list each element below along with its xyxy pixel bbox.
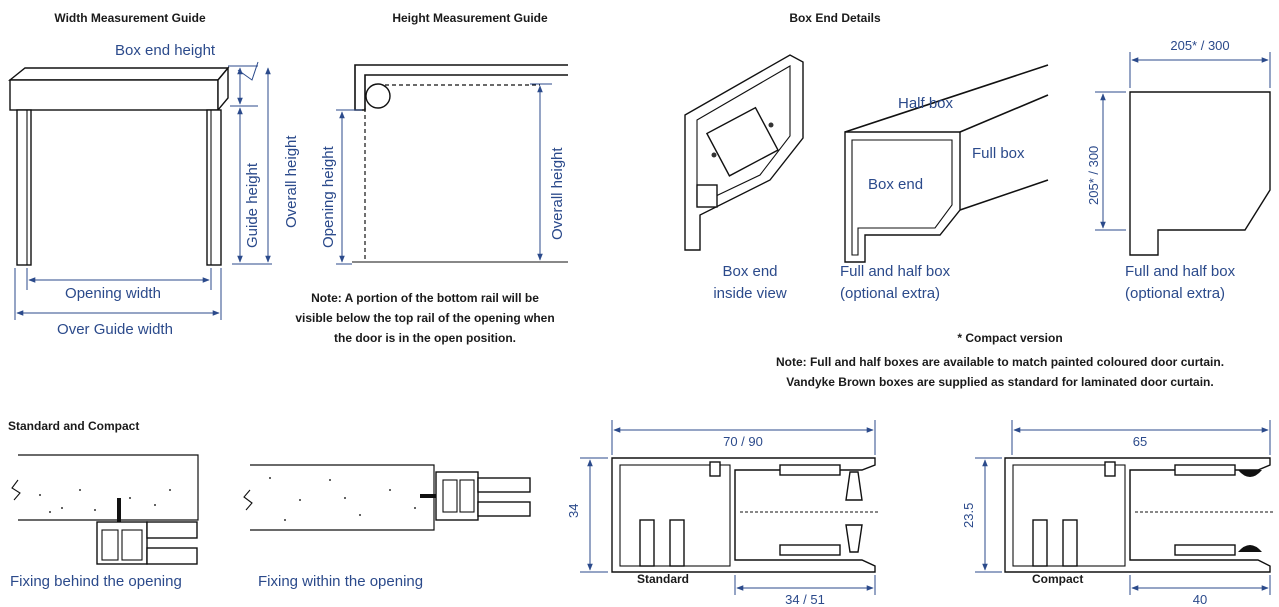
opening-height-label: Opening height — [320, 145, 337, 248]
height-note-line3: the door is in the open position. — [334, 331, 516, 345]
standard-height-dim: 34 — [566, 504, 581, 518]
box-end-title: Box End Details — [789, 11, 881, 25]
box-end-inside-view — [684, 54, 804, 251]
compact-section-drawing — [975, 420, 1275, 595]
guide-height-label: Guide height — [244, 162, 261, 248]
inside-view-line1: Box end — [722, 263, 777, 280]
box-profile-drawing — [1095, 52, 1271, 256]
compact-width-dim: 65 — [1133, 434, 1147, 449]
compact-bottom-dim: 40 — [1193, 592, 1207, 607]
overall-height-label: Overall height — [283, 135, 300, 228]
width-guide-drawing — [8, 61, 272, 320]
height-note-line2: visible below the top rail of the openin… — [295, 311, 554, 325]
profile-label-line2: (optional extra) — [1125, 285, 1225, 302]
standard-section-drawing — [580, 420, 880, 595]
fixing-within-label: Fixing within the opening — [258, 573, 423, 590]
full-half-box-drawing — [844, 64, 1049, 263]
compact-height-dim: 23.5 — [961, 503, 976, 528]
profile-label-line1: Full and half box — [1125, 263, 1236, 280]
box-end-height-label: Box end height — [115, 42, 216, 59]
half-box-label: Half box — [898, 95, 954, 112]
height-guide-drawing — [336, 64, 568, 265]
width-guide-title: Width Measurement Guide — [54, 11, 206, 25]
inside-view-line2: inside view — [713, 285, 787, 302]
standard-compact-title: Standard and Compact — [8, 419, 139, 433]
overall-height-right-label: Overall height — [549, 147, 566, 240]
full-box-label: Full box — [972, 145, 1025, 162]
box-note-line1: Note: Full and half boxes are available … — [776, 355, 1224, 369]
standard-label: Standard — [637, 572, 689, 586]
standard-width-dim: 70 / 90 — [723, 434, 763, 449]
profile-width-dim: 205* / 300 — [1170, 38, 1229, 53]
over-guide-width-label: Over Guide width — [57, 321, 173, 338]
standard-bottom-dim: 34 / 51 — [785, 592, 825, 607]
box-note-line2: Vandyke Brown boxes are supplied as stan… — [786, 375, 1213, 389]
height-note-line1: Note: A portion of the bottom rail will … — [311, 291, 539, 305]
profile-height-dim: 205* / 300 — [1086, 146, 1101, 205]
compact-label: Compact — [1032, 572, 1083, 586]
fixing-within-drawing — [243, 464, 531, 531]
full-half-box-line2: (optional extra) — [840, 285, 940, 302]
opening-width-label: Opening width — [65, 285, 161, 302]
full-half-box-line1: Full and half box — [840, 263, 951, 280]
fixing-behind-label: Fixing behind the opening — [10, 573, 182, 590]
fixing-behind-drawing — [11, 454, 199, 565]
box-end-label: Box end — [868, 176, 923, 193]
compact-version-note: * Compact version — [957, 331, 1062, 345]
height-guide-title: Height Measurement Guide — [392, 11, 548, 25]
